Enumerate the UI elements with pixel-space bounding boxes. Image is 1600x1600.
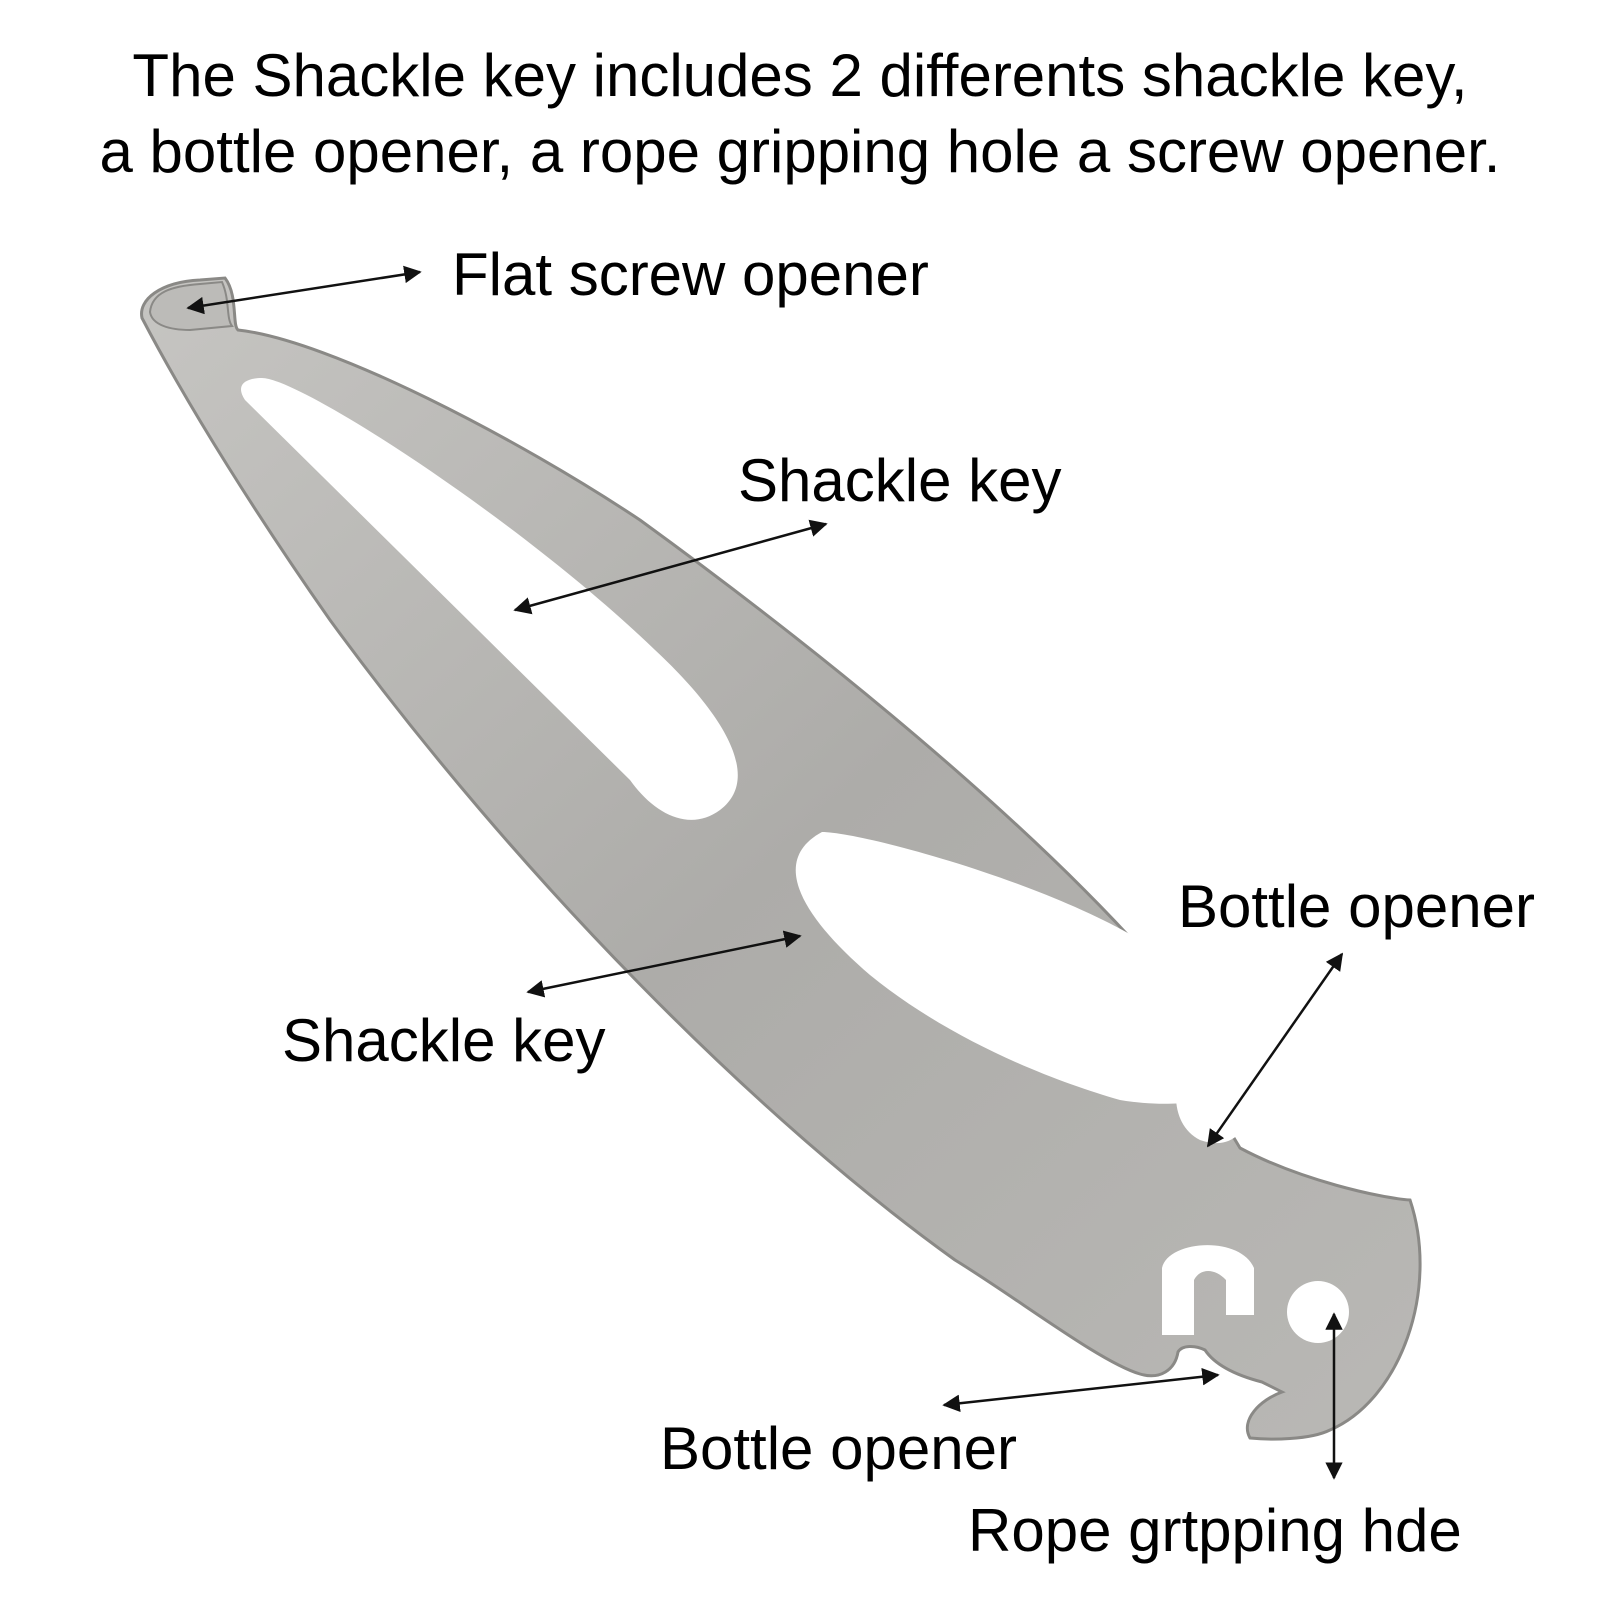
arrow-shackle-key-upper bbox=[513, 519, 828, 615]
headline-line-2: a bottle opener, a rope gripping hole a … bbox=[99, 118, 1501, 185]
label-shackle-key-upper: Shackle key bbox=[738, 447, 1062, 514]
arrow-shackle-key-lower bbox=[526, 930, 802, 998]
arrow-flat-screw-opener bbox=[186, 265, 422, 315]
label-bottle-opener-right: Bottle opener bbox=[1178, 873, 1535, 940]
label-shackle-key-lower: Shackle key bbox=[282, 1007, 606, 1074]
arrow-bottle-opener-right bbox=[1206, 952, 1344, 1148]
label-flat-screw-opener: Flat screw opener bbox=[452, 241, 929, 308]
arrow-bottle-opener-bottom bbox=[942, 1368, 1220, 1412]
label-bottle-opener-bottom: Bottle opener bbox=[660, 1415, 1017, 1482]
headline-line-1: The Shackle key includes 2 differents sh… bbox=[132, 42, 1468, 109]
label-rope-gripping-hole: Rope grtpping hde bbox=[968, 1497, 1462, 1564]
